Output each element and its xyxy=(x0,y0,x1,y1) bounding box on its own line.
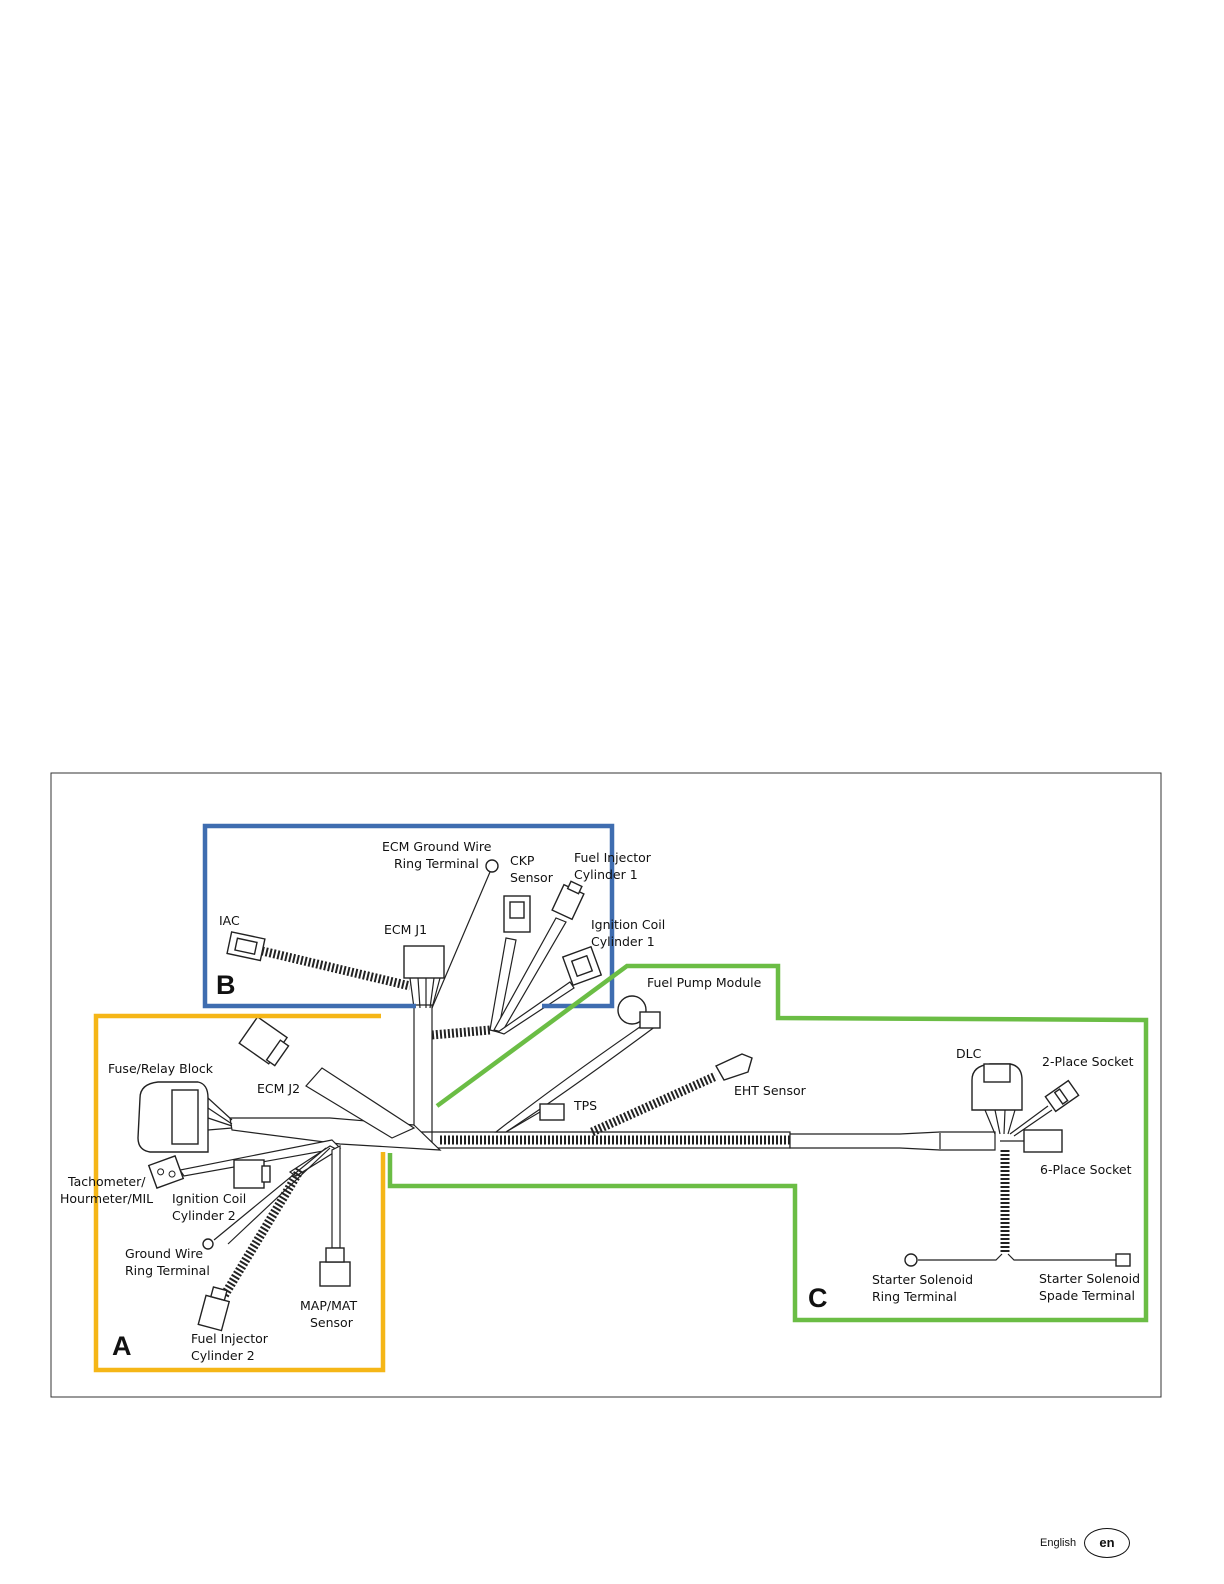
label-ground-wire: Ground Wire xyxy=(125,1246,203,1261)
label-6-place-socket: 6-Place Socket xyxy=(1040,1162,1132,1177)
language-code-badge: en xyxy=(1084,1528,1130,1558)
label-starter-solenoid-ring: Starter Solenoid xyxy=(872,1272,973,1287)
label-iac: IAC xyxy=(219,913,240,928)
label-ecm-j1: ECM J1 xyxy=(384,922,427,937)
label-ecm-j2: ECM J2 xyxy=(257,1081,300,1096)
label-2-place-socket: 2-Place Socket xyxy=(1042,1054,1134,1069)
region-letter-a: A xyxy=(112,1331,132,1361)
label-ckp: CKP xyxy=(510,853,535,868)
language-footer: English en xyxy=(1040,1528,1130,1562)
label-map-mat: MAP/MAT xyxy=(300,1298,357,1313)
label-ecm-ground-wire: ECM Ground Wire xyxy=(382,839,492,854)
label-dlc: DLC xyxy=(956,1046,982,1061)
label-tachometer: Tachometer/ xyxy=(67,1174,146,1189)
diagram-frame xyxy=(50,772,1162,1398)
region-a-outline xyxy=(93,1013,386,1373)
label-fuel-pump-module: Fuel Pump Module xyxy=(647,975,762,990)
harness xyxy=(137,859,1131,1332)
language-name: English xyxy=(1040,1537,1077,1549)
callout-labels: ECM Ground Wire Ring Terminal CKP Sensor… xyxy=(60,839,1140,1363)
region-letter-c: C xyxy=(808,1283,828,1313)
label-ignition-coil-2-cyl: Cylinder 2 xyxy=(172,1208,236,1223)
label-fuse-relay-block: Fuse/Relay Block xyxy=(108,1061,214,1076)
label-tps: TPS xyxy=(573,1098,597,1113)
label-fuel-injector-1-cyl: Cylinder 1 xyxy=(574,867,638,882)
label-map-mat-sensor: Sensor xyxy=(310,1315,354,1330)
label-ignition-coil-1-cyl: Cylinder 1 xyxy=(591,934,655,949)
label-ignition-coil-2: Ignition Coil xyxy=(172,1191,246,1206)
label-hourmeter-mil: Hourmeter/MIL xyxy=(60,1191,153,1206)
label-eht-sensor: EHT Sensor xyxy=(734,1083,807,1098)
label-fuel-injector-1: Fuel Injector xyxy=(574,850,652,865)
label-starter-solenoid-ring-terminal: Ring Terminal xyxy=(872,1289,957,1304)
region-c-outline xyxy=(387,963,1149,1323)
label-starter-solenoid-spade-terminal: Spade Terminal xyxy=(1039,1288,1135,1303)
label-fuel-injector-2: Fuel Injector xyxy=(191,1331,269,1346)
label-ignition-coil-1: Ignition Coil xyxy=(591,917,665,932)
label-ckp-sensor: Sensor xyxy=(510,870,554,885)
label-starter-solenoid-spade: Starter Solenoid xyxy=(1039,1271,1140,1286)
label-ground-ring-terminal: Ring Terminal xyxy=(125,1263,210,1278)
region-b-outline xyxy=(202,823,615,1009)
label-ecm-ground-ring: Ring Terminal xyxy=(394,856,479,871)
label-fuel-injector-2-cyl: Cylinder 2 xyxy=(191,1348,255,1363)
region-letter-b: B xyxy=(216,970,236,1000)
